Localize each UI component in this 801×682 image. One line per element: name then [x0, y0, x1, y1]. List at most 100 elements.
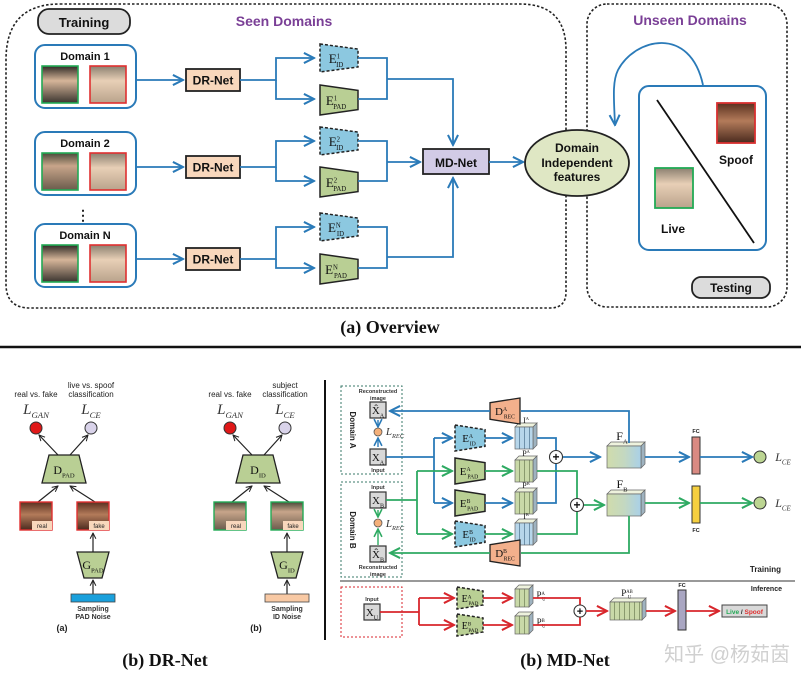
discriminator-label-base: D [53, 463, 62, 477]
noise-label-line-2: ID Noise [273, 614, 301, 621]
inference-encoder-label-sup: A [468, 595, 472, 601]
inference-map-label-sub: U [542, 598, 546, 603]
pad-encoder-label-sup: 2 [334, 177, 337, 184]
inference-sum-plus: + [577, 606, 583, 618]
md-encoder-b-pad [454, 489, 486, 517]
input-xa-label-base: X [372, 452, 380, 464]
inference-encoder-label-base: E [462, 621, 468, 632]
overview-section: Training Seen Domains Unseen Domains Dom… [5, 3, 788, 338]
noise-vector [264, 593, 310, 603]
dr-net-to-id-encoder-arrow [240, 227, 314, 260]
dr-net-to-id-encoder-arrow [240, 141, 314, 168]
dr-net-to-pad-encoder-arrow [275, 80, 314, 99]
generator-label: GPAD [82, 558, 103, 575]
seen-domains-heading: Seen Domains [236, 13, 333, 29]
rec-loss-node-b [373, 518, 383, 528]
generator [76, 551, 110, 579]
gan-caption: real vs. fake [14, 390, 58, 399]
pad-encoder [319, 253, 359, 285]
discriminator-label: DPAD [53, 463, 74, 480]
reconstructed-xa-label-sub: A [380, 413, 385, 419]
pad-encoder-label-sub: PAD [333, 186, 346, 193]
md-encoder-label-sub: ID [470, 537, 476, 543]
input-label-a: Input [371, 468, 385, 474]
pad-encoder [319, 84, 359, 116]
reconstructed-xb-label-sub: B [380, 557, 384, 563]
noise-label-line-2: PAD Noise [75, 614, 110, 621]
discriminator-label-sub: ID [259, 473, 266, 480]
decoder-a-label-sup: A [503, 407, 508, 413]
inference-encoder-label-sub: PAD [468, 628, 478, 634]
md-encoder-label-base: E [462, 529, 469, 541]
inference-input-xu-label: XU [366, 607, 379, 621]
sum-node-b-plus: + [573, 498, 580, 512]
generator-label-base: G [279, 558, 288, 572]
sum-node-b [569, 497, 585, 513]
generator-label-base: G [82, 558, 91, 572]
input-xb-label-base: X [372, 495, 380, 507]
inference-encoder-label-sup: B [468, 622, 472, 628]
feature-map-label-base: P [522, 481, 527, 490]
reconstructed-label-b-2: image [370, 572, 386, 578]
pad-encoder-label-sub: PAD [333, 104, 346, 111]
inference-fused-label-sup: AB [626, 590, 632, 595]
id-encoder-label-sub: ID [337, 231, 344, 238]
training-label: Training [750, 565, 781, 574]
inference-map-label-base: P [537, 617, 542, 627]
ce-caption-line-1: subject [272, 381, 298, 390]
feature-map-label-base: P [522, 449, 527, 458]
fake-tag-label: fake [287, 524, 299, 530]
fused-feature-fa-label: FA [616, 429, 628, 446]
reconstructed-label-a-1: Reconstructed [359, 389, 398, 395]
inference-map-label-sup: A [541, 592, 545, 597]
inference-map-a [514, 584, 534, 608]
inference-input-label: Input [365, 597, 379, 603]
domain-label: Domain 2 [60, 138, 110, 150]
ce-caption-line-1: live vs. spoof [68, 381, 115, 390]
pad-encoder [319, 166, 359, 198]
output-separator: / [739, 609, 744, 616]
md-encoder-label-sup: A [466, 467, 471, 473]
spoof-face-thumbnail [89, 152, 127, 191]
feature-map-label: IB [523, 512, 529, 521]
reconstructed-xb-label: X̂B [372, 548, 384, 563]
feature-map-label: PA [522, 449, 530, 458]
real-tag-label: real [231, 524, 241, 530]
fa-to-decoder-line [546, 410, 630, 443]
ce-caption-line-2: classification [262, 390, 307, 399]
decoder-b-label-base: D [495, 548, 503, 560]
md-encoder-label-sup: A [469, 434, 474, 440]
domain-b-label: Domain B [348, 511, 357, 549]
live-face-thumbnail [41, 244, 79, 283]
dr-net-to-pad-encoder-arrow [275, 167, 314, 181]
decoder-b-label-sub: REC [504, 556, 515, 562]
feature-map-p-a [514, 455, 538, 483]
ce-loss-b-label: LCE [774, 496, 791, 512]
reconstructed-xa [369, 401, 387, 419]
dr-net-label: DR-Net [193, 161, 234, 175]
inference-fc-label: FC [678, 583, 685, 589]
features-line-1: Domain [555, 141, 599, 155]
input-xa-label-sub: A [380, 460, 385, 466]
watermark: 知乎 @杨茹茵 [664, 643, 790, 666]
unseen-domains-heading: Unseen Domains [633, 12, 747, 28]
input-xb-label: XB [372, 495, 384, 509]
discriminator [41, 454, 87, 484]
ce-loss-node [278, 421, 292, 435]
spoof-label: Spoof [719, 153, 754, 167]
feature-map-i-a [514, 422, 538, 450]
output-live: Live [726, 609, 739, 616]
decision-boundary [656, 99, 755, 244]
decoder-a-label-base: D [495, 406, 503, 418]
reconstructed-xa-label-base: X̂ [372, 404, 380, 417]
fused-feature-fb [606, 489, 646, 517]
id-encoder-label-sup: 2 [337, 136, 340, 143]
real-to-disc-arrow [231, 486, 252, 503]
noise-vector [70, 593, 116, 603]
